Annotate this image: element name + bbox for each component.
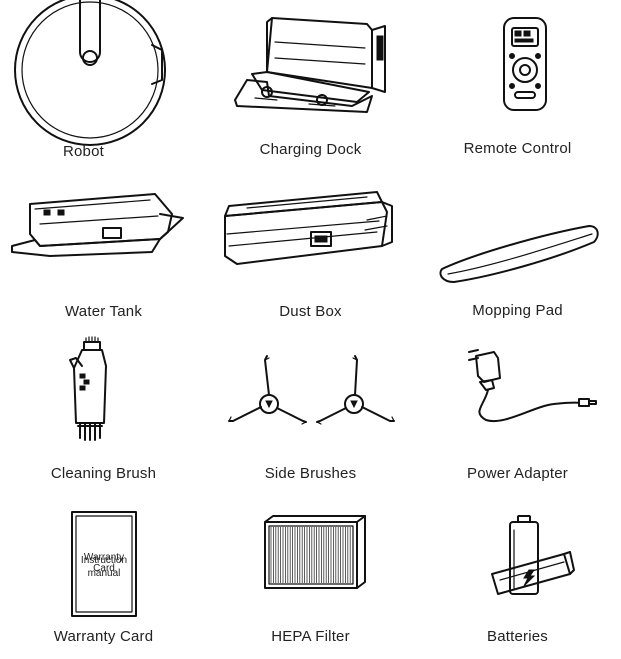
item-label: Power Adapter [467, 465, 568, 482]
batteries-icon [414, 492, 621, 656]
item-label: Water Tank [64, 303, 143, 320]
item-label: Batteries [487, 628, 548, 645]
manual-line1: Instruction [81, 555, 127, 566]
remote-control-icon [414, 0, 621, 164]
item-label: Remote Control [463, 140, 572, 157]
item-hepa-filter: HEPA Filter [207, 492, 414, 656]
charging-dock-icon [207, 0, 414, 164]
item-cleaning-brush: Cleaning Brush [0, 328, 207, 492]
item-label: Robot [62, 143, 105, 160]
item-mopping-pad: Mopping Pad [414, 164, 621, 328]
warranty-card-icon: Warranty Card Instruction manual [0, 492, 207, 656]
warranty-card-line1: Warranty [84, 552, 124, 563]
dust-box-icon [207, 164, 414, 328]
robot-vacuum-icon [0, 0, 207, 164]
item-remote-control: Remote Control [414, 0, 621, 164]
item-dust-box: Dust Box [207, 164, 414, 328]
item-batteries: Batteries [414, 492, 621, 656]
item-label: HEPA Filter [271, 628, 350, 645]
item-label: Cleaning Brush [50, 465, 157, 482]
item-water-tank: Water Tank [0, 164, 207, 328]
item-side-brushes: Side Brushes [207, 328, 414, 492]
cleaning-brush-icon [0, 328, 207, 492]
power-adapter-icon [414, 328, 621, 492]
item-label: Side Brushes [264, 465, 357, 482]
item-warranty-card: Warranty Card Instruction manual Warrant… [0, 492, 207, 656]
warranty-card-line2: Card [93, 563, 115, 574]
mopping-pad-icon [414, 164, 621, 328]
item-label: Mopping Pad [472, 302, 563, 319]
water-tank-icon [0, 164, 207, 328]
item-label: Charging Dock [259, 141, 362, 158]
item-robot: Robot [0, 0, 207, 164]
item-label: Dust Box [279, 303, 342, 320]
manual-line2: manual [88, 568, 121, 579]
item-label: Warranty Card [53, 628, 154, 645]
side-brushes-icon [207, 328, 414, 492]
hepa-filter-icon [207, 492, 414, 656]
item-power-adapter: Power Adapter [414, 328, 621, 492]
item-charging-dock: Charging Dock [207, 0, 414, 164]
